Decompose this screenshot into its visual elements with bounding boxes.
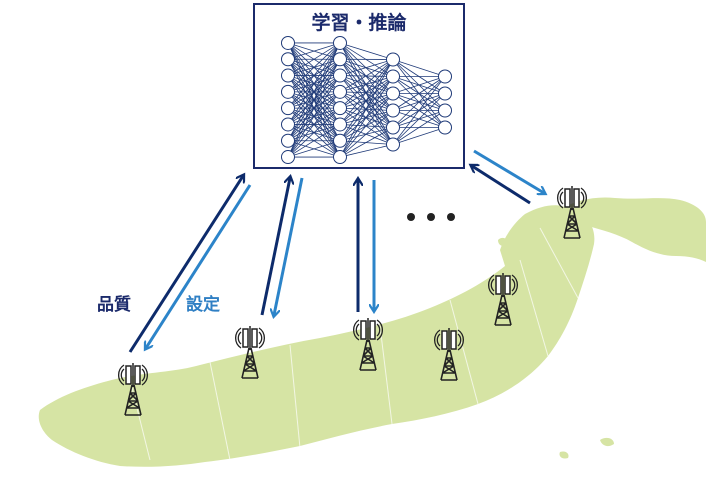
quality-arrow-2 [262,178,290,315]
setting-arrow-2 [274,178,302,315]
nn-node [387,121,400,134]
nn-node [387,104,400,117]
nn-node [282,102,295,115]
setting-arrow-1 [146,185,250,348]
nn-node [334,118,347,131]
setting-label: 設定 [186,290,220,315]
nn-node [334,69,347,82]
nn-node [387,87,400,100]
quality-arrow-1 [130,176,243,352]
nn-node [387,53,400,66]
nn-node [282,151,295,164]
nn-node [334,53,347,66]
nn-node [334,134,347,147]
quality-arrow-6 [472,166,530,203]
nn-node [334,36,347,49]
nn-node [282,53,295,66]
nn-node [334,151,347,164]
nn-node [334,85,347,98]
nn-node [282,134,295,147]
nn-node [387,138,400,151]
setting-arrow-6 [474,151,544,193]
nn-node [282,118,295,131]
nn-node [282,69,295,82]
nn-node [439,70,452,83]
nn-node [439,87,452,100]
nn-node [334,102,347,115]
box-title: 学習・推論 [254,8,464,35]
nn-node [439,121,452,134]
nn-node [282,85,295,98]
dots-icon [407,213,455,221]
nn-node [282,36,295,49]
quality-label: 品質 [97,290,131,315]
nn-node [439,104,452,117]
nn-node [387,70,400,83]
